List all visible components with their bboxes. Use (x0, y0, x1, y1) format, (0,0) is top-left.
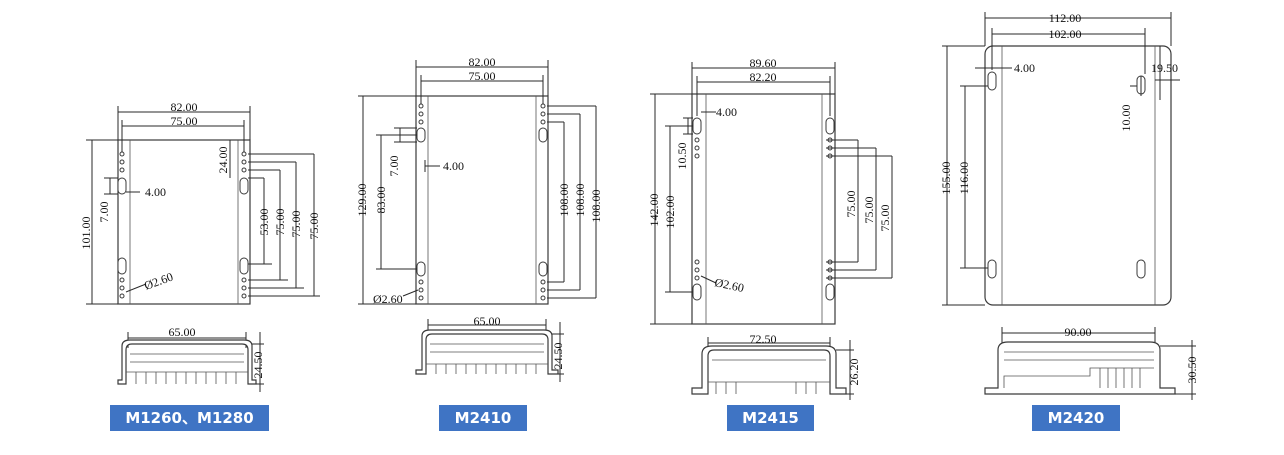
m2410-vert-c: 108.00 (589, 190, 603, 223)
model-m2410-profile (415, 319, 564, 382)
model-m2415-dimension-labels: 89.60 82.20 142.00 102.00 10.50 4.00 75.… (647, 56, 892, 295)
m2410-vert-a: 108.00 (557, 184, 571, 217)
m2420-slot: 10.00 (1119, 105, 1133, 132)
m2420-profile-width: 90.00 (1065, 325, 1092, 339)
m2420-hole-pitch: 102.00 (1049, 27, 1082, 41)
m2410-hole-dia: Ø2.60 (373, 292, 403, 306)
model-m2415-profile (691, 337, 854, 400)
m1260-hole-pitch: 75.00 (171, 114, 198, 128)
m2415-edge-offset: 4.00 (716, 105, 737, 119)
m1260-edge-offset: 4.00 (145, 185, 166, 199)
m2420-height: 155.00 (939, 162, 953, 195)
m1260-vert-d: 75.00 (307, 213, 321, 240)
m2410-edge-offset: 4.00 (443, 159, 464, 173)
m1260-overall-width: 82.00 (171, 100, 198, 114)
m2420-edge-offset: 4.00 (1014, 61, 1035, 75)
m2415-hole-pitch: 82.20 (750, 70, 777, 84)
m2410-hole-pitch: 75.00 (469, 69, 496, 83)
m1260-label-text: M1260、M1280 (125, 409, 253, 427)
m2415-vert-b: 75.00 (862, 197, 876, 224)
m2410-slot-pitch: 83.00 (374, 187, 388, 214)
m1260-profile-height: 24.50 (251, 352, 265, 379)
model-m2410-top-view (358, 60, 597, 305)
m2420-slot-pitch: 116.00 (957, 162, 971, 195)
m2410-slot: 7.00 (387, 156, 401, 177)
m2410-height: 129.00 (355, 184, 369, 217)
model-m2410-dimension-labels: 82.00 75.00 129.00 83.00 7.00 4.00 108.0… (355, 55, 603, 306)
m1260-vert-b: 75.00 (273, 209, 287, 236)
model-m2415-label: M2415 (727, 405, 814, 431)
m2415-label-text: M2415 (742, 409, 799, 427)
m2410-overall-width: 82.00 (469, 55, 496, 69)
m2420-overall-width: 112.00 (1049, 11, 1082, 25)
model-m2410-label: M2410 (439, 405, 527, 431)
model-m2415-top-view (650, 62, 893, 325)
m2415-vert-a: 75.00 (844, 191, 858, 218)
model-m2420-top-view (942, 12, 1180, 306)
model-m1260-profile (117, 332, 264, 392)
m1260-height: 101.00 (79, 217, 93, 250)
m1260-vert-a: 53.00 (257, 209, 271, 236)
m2415-profile-width: 72.50 (750, 332, 777, 346)
m2415-hole-dia: Ø2.60 (713, 275, 745, 295)
model-m2420-dimension-labels: 112.00 102.00 155.00 116.00 4.00 19.50 1… (939, 11, 1178, 195)
m2415-profile-height: 26.20 (847, 359, 861, 386)
m2415-slot-pitch: 102.00 (663, 196, 677, 229)
m2415-vert-c: 75.00 (878, 205, 892, 232)
m1260-slot: 7.00 (97, 202, 111, 223)
m1260-profile-width: 65.00 (169, 325, 196, 339)
m1260-vert-c: 75.00 (289, 211, 303, 238)
m1260-top-offset: 24.00 (216, 147, 230, 174)
m2420-corner-offset: 19.50 (1151, 61, 1178, 75)
model-m2420-label: M2420 (1032, 405, 1120, 431)
m2415-slot: 10.50 (675, 143, 689, 170)
m2415-height: 142.00 (647, 194, 661, 227)
model-m2420-profile (984, 327, 1196, 400)
m2410-vert-b: 108.00 (573, 184, 587, 217)
m2410-profile-height: 24.50 (551, 343, 565, 370)
m2410-profile-width: 65.00 (474, 314, 501, 328)
m2410-label-text: M2410 (455, 409, 512, 427)
model-m1260-label: M1260、M1280 (110, 405, 269, 431)
m2420-label-text: M2420 (1048, 409, 1105, 427)
m2420-profile-height: 30.50 (1185, 357, 1199, 384)
model-m1260-top-view (86, 106, 320, 305)
m2415-overall-width: 89.60 (750, 56, 777, 70)
